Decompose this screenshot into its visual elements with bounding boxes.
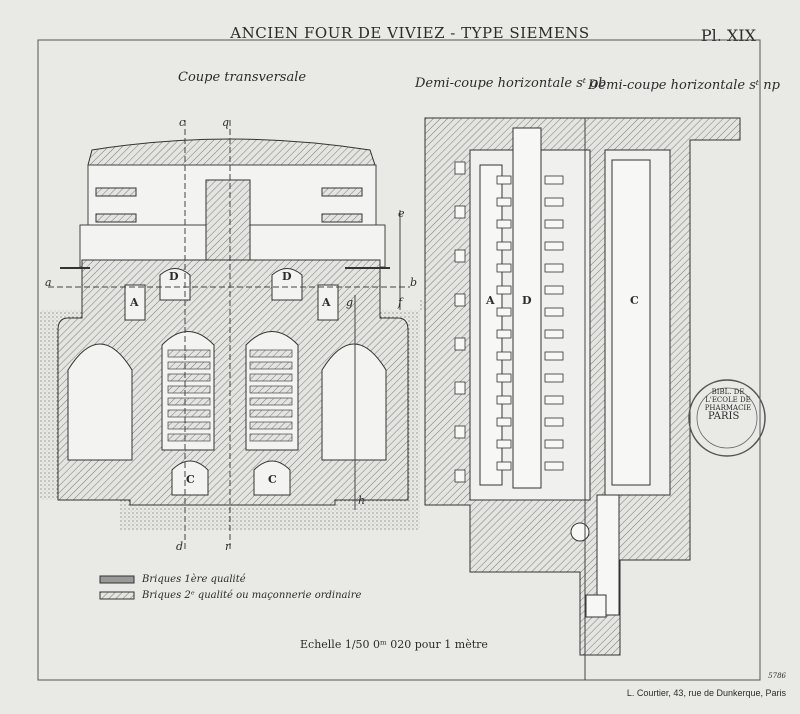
label-A-horiz: A (486, 294, 495, 307)
label-D-right: D (282, 270, 292, 283)
label-a: a (45, 276, 52, 289)
legend-second: Briques 2ᵉ qualité ou maçonnerie ordinai… (142, 590, 362, 601)
stamp-top: BIBL. DE L'ECOLE DE PHARMACIE (704, 388, 752, 412)
transversal-section (40, 120, 440, 550)
label-e: e (398, 207, 405, 220)
section-title-horiz-ab: Demi-coupe horizontale sᵗ ab (415, 76, 607, 91)
plate-title: ANCIEN FOUR DE VIVIEZ - TYPE SIEMENS (230, 24, 590, 42)
label-r: r (225, 540, 231, 553)
library-stamp (688, 379, 766, 457)
label-g: g (346, 296, 354, 309)
scale-note: Echelle 1/50 0ᵐ 020 pour 1 mètre (300, 638, 488, 651)
legend-swatch-second (99, 591, 135, 600)
label-D-left: D (169, 270, 179, 283)
label-d: d (176, 540, 184, 553)
label-C-horiz: C (630, 294, 639, 307)
legend-swatch-first (99, 575, 135, 584)
label-C-left: C (186, 473, 195, 486)
label-f: f (398, 296, 403, 309)
section-title-transversal: Coupe transversale (178, 70, 307, 85)
stamp-center: PARIS (708, 411, 740, 422)
label-q-top: q (222, 116, 230, 129)
printer-credit: L. Courtier, 43, rue de Dunkerque, Paris (626, 688, 786, 698)
label-A-left: A (130, 296, 139, 309)
section-title-horiz-np: Demi-coupe horizontale sᵗ np (588, 78, 780, 93)
label-C-right: C (268, 473, 277, 486)
label-b: b (410, 276, 418, 289)
label-c: c (179, 116, 186, 129)
label-D-horiz: D (522, 294, 532, 307)
horizontal-section (424, 117, 741, 680)
plate-code: 5786 (768, 672, 786, 680)
label-A-right: A (322, 296, 331, 309)
label-h: h (358, 494, 366, 507)
legend-first: Briques 1ère qualité (142, 574, 246, 585)
